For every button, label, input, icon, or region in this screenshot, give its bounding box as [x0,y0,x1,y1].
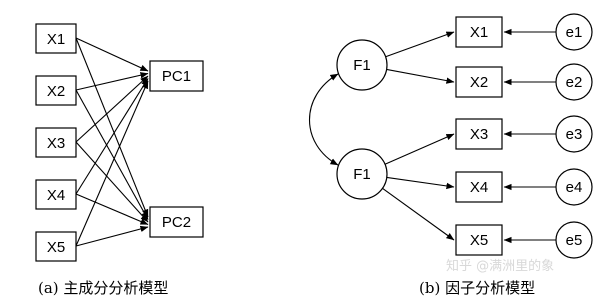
pca-input-x2: X2 [35,75,77,106]
pca-panel: X1 X2 X3 X4 X5 PC1 PC2 (a) 主成分分析模型 [35,23,204,297]
fa-error-label: e3 [566,126,583,143]
pca-caption: (a) 主成分分析模型 [38,279,168,297]
fa-indicator-x3: X3 [455,118,503,150]
fa-indicator-x4: X4 [455,171,503,203]
fa-indicator-x5: X5 [455,224,503,256]
pca-input-label: X1 [47,31,65,48]
pca-component-label: PC2 [162,214,191,231]
watermark: 知乎 @满洲里的象 [446,258,554,274]
fa-indicator-label: X1 [470,24,488,41]
pca-edge-to-pc2 [75,225,149,247]
fa-loading-edge [384,133,455,165]
pca-edge-to-pc1 [75,72,149,91]
fa-error-label: e5 [566,232,583,249]
fa-error-label: e2 [566,74,583,91]
pca-edge-to-pc2 [75,37,149,218]
fa-loading-edge [386,68,455,84]
fa-error-e4: e4 [555,168,593,206]
pca-edge-to-pc2 [75,89,149,220]
pca-edge-to-pc1 [75,37,149,72]
fa-indicator-label: X5 [470,232,488,249]
pca-edge-to-pc1 [75,80,149,247]
pca-component-pc1: PC1 [149,60,204,92]
pca-input-label: X4 [47,187,65,204]
fa-caption: (b) 因子分析模型 [419,279,535,297]
fa-factor-covariance-arrow [308,73,339,166]
fa-loading-edge [382,187,455,241]
fa-factor-top: F1 [336,39,388,91]
fa-indicator-label: X2 [470,74,488,91]
pca-input-label: X2 [47,83,65,100]
pca-input-x4: X4 [35,179,77,210]
fa-error-e1: e1 [555,13,593,51]
pca-edge-to-pc1 [75,75,149,143]
pca-component-label: PC1 [162,68,191,85]
fa-error-e2: e2 [555,63,593,101]
edges-layer [75,28,556,247]
pca-input-x3: X3 [35,127,77,158]
fa-panel: F1 F1 X1 X2 X3 X4 X5 e1 [336,13,593,297]
fa-error-e3: e3 [555,115,593,153]
fa-indicator-x2: X2 [455,66,503,98]
fa-indicator-x1: X1 [455,16,503,48]
fa-error-label: e4 [566,179,583,196]
fa-factor-bottom: F1 [336,148,388,200]
pca-edge-to-pc2 [75,193,149,226]
fa-factor-label: F1 [353,57,371,74]
pca-component-pc2: PC2 [149,206,204,238]
pca-input-x1: X1 [35,23,77,54]
fa-factor-label: F1 [353,166,371,183]
pca-input-label: X3 [47,135,65,152]
fa-error-e5: e5 [555,221,593,259]
pca-edge-to-pc2 [75,141,149,223]
fa-indicator-label: X4 [470,179,488,196]
fa-loading-edge [385,31,455,58]
pca-input-x5: X5 [35,231,77,262]
fa-error-label: e1 [566,24,583,41]
pca-edge-to-pc1 [75,78,149,195]
fa-loading-edge [386,176,455,190]
pca-input-label: X5 [47,239,65,256]
fa-indicator-label: X3 [470,126,488,143]
